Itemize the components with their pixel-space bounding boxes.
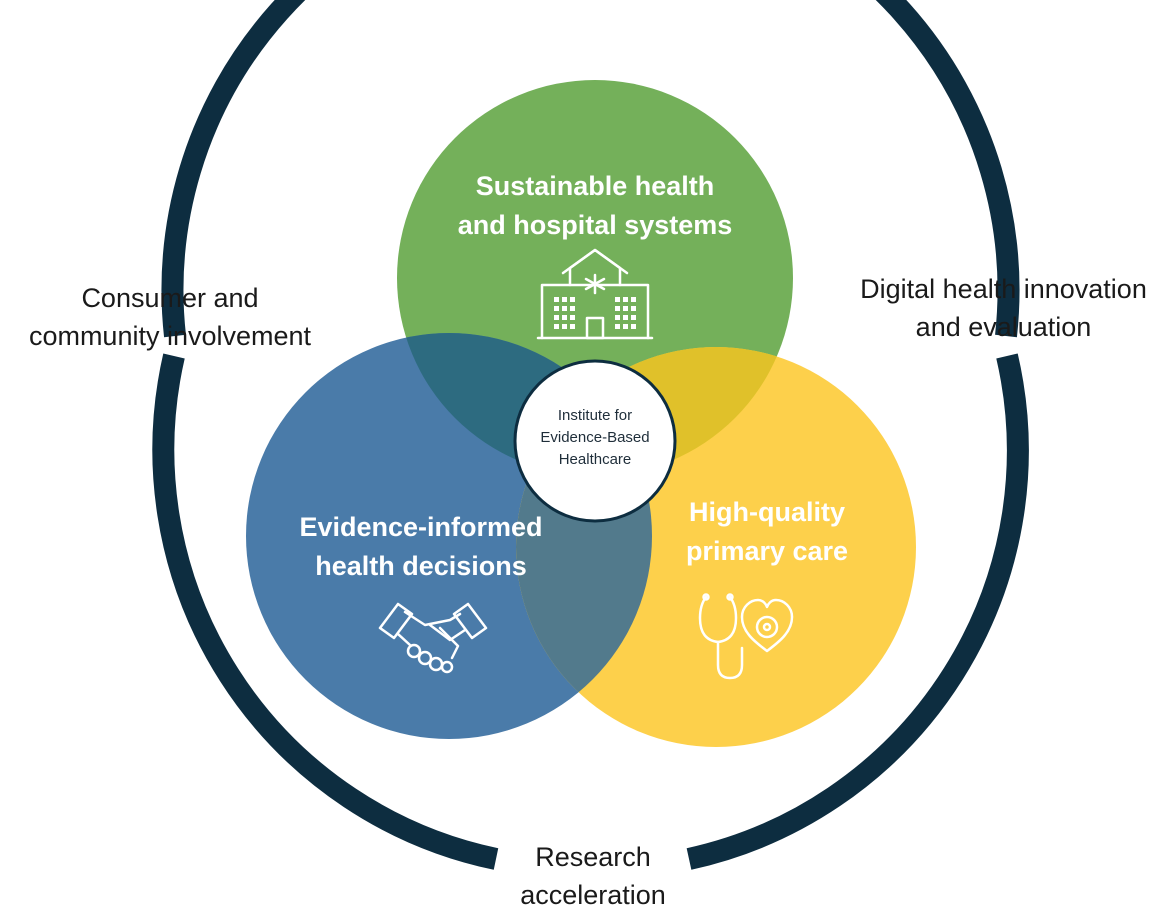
hospital-icon xyxy=(536,248,654,340)
center-line: Institute for xyxy=(557,407,633,424)
label-line: acceleration xyxy=(520,880,666,910)
title-line: and hospital systems xyxy=(457,210,733,240)
outer-ring-upper-arc xyxy=(161,0,1020,338)
title-line: Sustainable health xyxy=(475,171,715,201)
title-line: health decisions xyxy=(315,551,527,581)
title-sustainable-health: Sustainable health and hospital systems xyxy=(430,167,760,245)
center-line: Evidence-Based xyxy=(540,429,650,446)
center-circle xyxy=(513,359,677,523)
label-line: community involvement xyxy=(28,321,312,351)
label-line: Consumer and xyxy=(81,283,259,313)
title-evidence-informed: Evidence-informed health decisions xyxy=(262,508,580,586)
title-line: High-quality xyxy=(689,497,845,527)
title-primary-care: High-quality primary care xyxy=(652,493,882,571)
label-consumer-involvement: Consumer and community involvement xyxy=(0,279,340,355)
center-line: Healthcare xyxy=(558,451,632,468)
stethoscope-heart-icon xyxy=(698,593,794,680)
handshake-icon xyxy=(378,602,488,674)
outer-ring-left-arc xyxy=(152,353,499,870)
label-research-acceleration: Research acceleration xyxy=(495,838,691,914)
label-line: Research xyxy=(535,842,651,872)
title-line: Evidence-informed xyxy=(299,512,543,542)
title-line: primary care xyxy=(685,536,849,566)
label-line: and evaluation xyxy=(915,312,1092,342)
outer-ring-right-arc xyxy=(686,353,1029,870)
center-institute-name: Institute for Evidence-Based Healthcare xyxy=(520,405,670,471)
label-digital-health: Digital health innovation and evaluation xyxy=(836,270,1171,346)
label-line: Digital health innovation xyxy=(860,274,1147,304)
